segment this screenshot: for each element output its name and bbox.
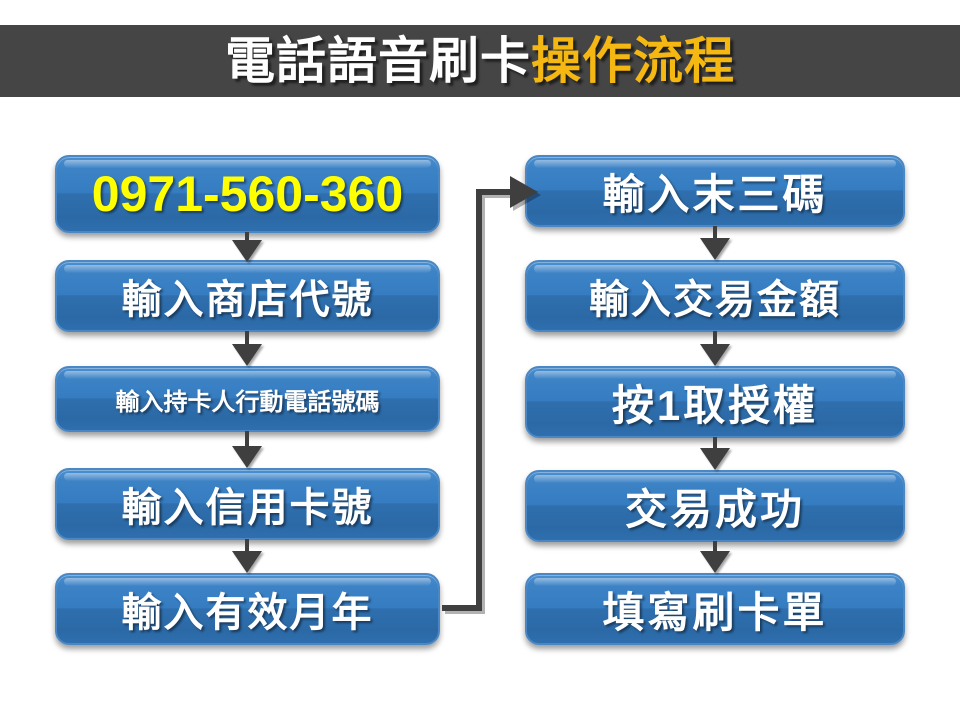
flow-step-phone-number[interactable]: 0971-560-360 <box>55 155 440 233</box>
flow-step-cardholder-mobile[interactable]: 輸入持卡人行動電話號碼 <box>55 366 440 432</box>
flow-step-transaction-amount[interactable]: 輸入交易金額 <box>525 260 905 332</box>
arrow-down-icon <box>700 331 730 367</box>
arrow-down-icon <box>232 232 262 262</box>
flow-step-label: 填寫刷卡單 <box>602 588 828 636</box>
flow-step-label: 按1取授權 <box>611 381 819 429</box>
flow-step-label: 交易成功 <box>624 485 805 533</box>
arrow-down-icon <box>700 541 730 574</box>
arrow-down-icon <box>700 437 730 471</box>
flow-step-label: 輸入有效月年 <box>121 591 374 635</box>
flow-step-label: 輸入商店代號 <box>121 278 374 322</box>
flow-step-expiry-month-year[interactable]: 輸入有效月年 <box>55 573 440 645</box>
title-bar: 電話語音刷卡操作流程 <box>0 25 960 97</box>
page-title: 電話語音刷卡操作流程 <box>225 36 735 86</box>
arrow-down-icon <box>700 226 730 261</box>
flow-step-label: 0971-560-360 <box>91 166 404 222</box>
flow-step-last-three-digits[interactable]: 輸入末三碼 <box>525 155 905 227</box>
arrow-down-icon <box>232 431 262 469</box>
page-title-accent: 操作流程 <box>531 33 735 89</box>
flow-step-credit-card-number[interactable]: 輸入信用卡號 <box>55 468 440 540</box>
flow-step-label: 輸入信用卡號 <box>121 486 374 530</box>
flow-step-label: 輸入交易金額 <box>589 278 841 322</box>
flow-step-press-one-authorize[interactable]: 按1取授權 <box>525 366 905 438</box>
arrow-down-icon <box>232 539 262 574</box>
flow-step-label: 輸入末三碼 <box>602 170 828 218</box>
flow-step-fill-card-slip[interactable]: 填寫刷卡單 <box>525 573 905 645</box>
page-title-main: 電話語音刷卡 <box>225 33 531 89</box>
arrow-down-icon <box>232 331 262 367</box>
flow-step-merchant-code[interactable]: 輸入商店代號 <box>55 260 440 332</box>
flow-step-label: 輸入持卡人行動電話號碼 <box>115 388 380 416</box>
flow-step-transaction-success[interactable]: 交易成功 <box>525 470 905 542</box>
